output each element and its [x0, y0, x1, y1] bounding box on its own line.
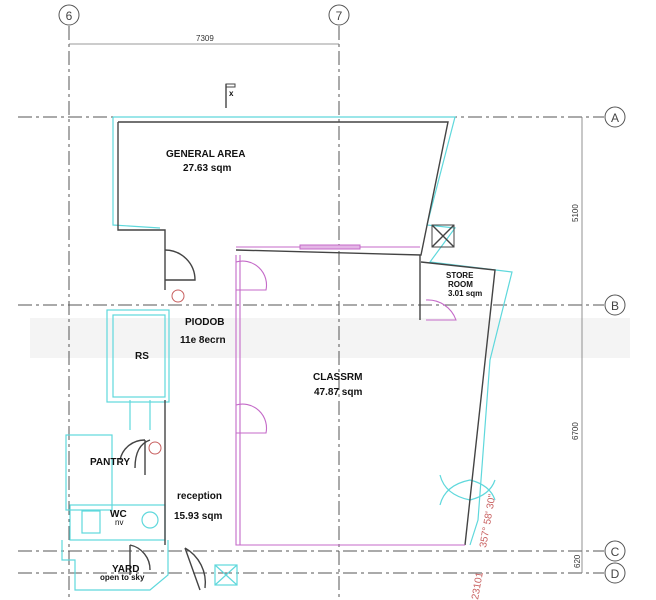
- svg-text:C: C: [611, 545, 620, 559]
- svg-text:STORE: STORE: [446, 271, 474, 280]
- dimension-top: 7309: [196, 34, 214, 43]
- grid-bubble-6: 6: [58, 4, 80, 26]
- room-wc: WC nv: [110, 509, 127, 527]
- svg-text:6: 6: [66, 9, 73, 23]
- svg-text:open to sky: open to sky: [100, 573, 145, 582]
- svg-text:47.87 sqm: 47.87 sqm: [314, 387, 362, 398]
- marker-label: x: [229, 89, 234, 98]
- svg-text:reception: reception: [177, 491, 222, 502]
- svg-text:PIODOB: PIODOB: [185, 317, 224, 328]
- bearing-label: 357° 58' 30": [478, 493, 498, 548]
- room-reception: reception 15.93 sqm: [174, 491, 222, 522]
- svg-text:11e 8ecrn: 11e 8ecrn: [180, 335, 226, 346]
- room-general-area: GENERAL AREA 27.63 sqm: [166, 149, 245, 174]
- svg-text:CLASSRM: CLASSRM: [313, 372, 362, 383]
- room-yard: YARD open to sky: [100, 564, 145, 582]
- grid-lines: [18, 26, 604, 600]
- svg-text:WC: WC: [110, 509, 127, 520]
- room-rs: RS: [135, 351, 149, 362]
- svg-text:ROOM: ROOM: [448, 280, 473, 289]
- dimension-right-bc: 6700: [571, 422, 580, 440]
- grid-bubble-a: A: [604, 106, 626, 128]
- dimension-bottom: 23101: [470, 571, 486, 600]
- dimension-right-ab: 5100: [571, 204, 580, 222]
- svg-text:15.93 sqm: 15.93 sqm: [174, 511, 222, 522]
- svg-text:7: 7: [336, 9, 343, 23]
- blurred-band: [30, 318, 630, 358]
- dimension-right-cd: 620: [573, 554, 582, 568]
- svg-text:A: A: [611, 111, 619, 125]
- shaft-box: [431, 224, 455, 248]
- grid-bubble-c: C: [604, 540, 626, 562]
- svg-text:GENERAL AREA: GENERAL AREA: [166, 149, 245, 160]
- grid-bubble-b: B: [604, 294, 626, 316]
- room-classroom: CLASSRM 47.87 sqm: [313, 372, 362, 398]
- room-pantry: PANTRY: [90, 457, 130, 468]
- new-walls: [235, 244, 465, 546]
- svg-text:B: B: [611, 299, 619, 313]
- svg-text:nv: nv: [115, 518, 123, 527]
- svg-text:27.63 sqm: 27.63 sqm: [183, 163, 231, 174]
- room-store-room: STORE ROOM 3.01 sqm: [446, 271, 482, 298]
- existing-walls: [61, 116, 513, 591]
- grid-bubble-7: 7: [328, 4, 350, 26]
- marker-flag: [225, 83, 236, 88]
- grid-bubble-d: D: [604, 562, 626, 584]
- svg-text:D: D: [611, 567, 620, 581]
- walls: [117, 121, 496, 591]
- room-blurred: PIODOB 11e 8ecrn: [180, 317, 226, 346]
- svg-text:YARD: YARD: [112, 564, 139, 575]
- svg-text:3.01 sqm: 3.01 sqm: [448, 289, 482, 298]
